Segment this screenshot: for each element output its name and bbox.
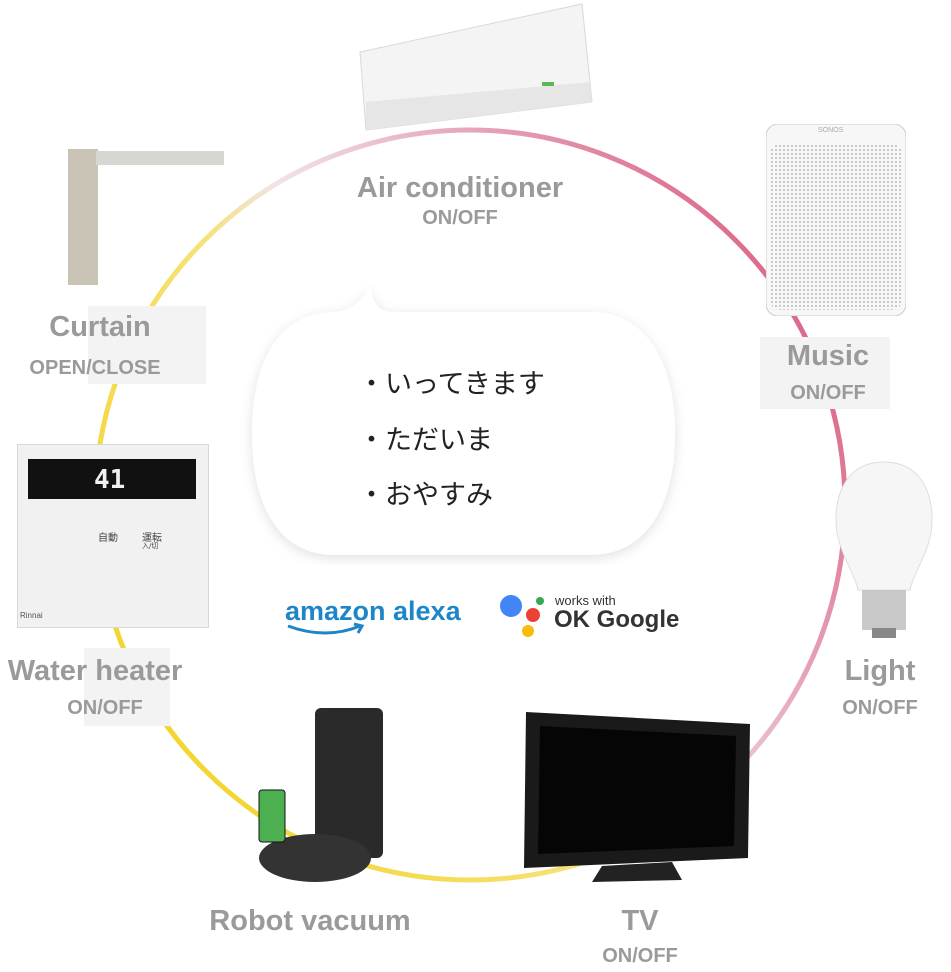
bubble-line-2: ・ただいま	[358, 425, 493, 456]
speaker-image	[765, 123, 907, 317]
bubble-line-1: ・いってきます	[358, 369, 545, 400]
air-conditioner-image	[352, 2, 596, 132]
tv-label: TV	[621, 905, 659, 937]
light-state: ON/OFF	[842, 697, 918, 719]
light-label: Light	[844, 655, 916, 687]
water-heater-label-box	[84, 648, 170, 726]
tv-state: ON/OFF	[602, 945, 678, 967]
water-heater-display	[28, 459, 196, 499]
amazon-smile-icon	[287, 622, 365, 635]
run-button-sublabel: 入/切	[142, 542, 159, 550]
music-label-box	[760, 337, 890, 409]
robot-vacuum-image	[257, 706, 387, 886]
water-heater-remote: 41 自動 運転 入/切 Rinnai	[17, 444, 209, 628]
ok-google-text: OK Google	[554, 606, 680, 633]
air-conditioner-label: Air conditioner	[356, 172, 564, 204]
robot-vacuum-label: Robot vacuum	[209, 905, 411, 937]
google-assistant-icon	[500, 595, 544, 637]
music-label: Music	[786, 340, 870, 372]
curtain-motor-image	[66, 147, 226, 287]
speech-bubble	[252, 288, 675, 555]
run-button-label: 運転	[142, 533, 162, 544]
tv-image	[522, 708, 754, 882]
water-heater-brand: Rinnai	[20, 611, 43, 620]
air-conditioner-state: ON/OFF	[422, 207, 498, 229]
curtain-state: OPEN/CLOSE	[29, 357, 161, 379]
curtain-label-box	[88, 306, 206, 384]
water-heater-state: ON/OFF	[67, 697, 143, 719]
bubble-line-3: ・おやすみ	[358, 480, 493, 511]
water-heater-temp: 41	[94, 465, 126, 495]
speaker-brand: SONOS	[818, 127, 844, 134]
auto-button-label: 自動	[98, 533, 118, 544]
music-state: ON/OFF	[790, 382, 866, 404]
curtain-label: Curtain	[49, 311, 151, 343]
light-bulb-image	[834, 460, 934, 640]
works-with-text: works with	[555, 593, 616, 608]
amazon-alexa-logo: amazon alexa	[285, 596, 461, 626]
water-heater-label: Water heater	[7, 655, 183, 687]
